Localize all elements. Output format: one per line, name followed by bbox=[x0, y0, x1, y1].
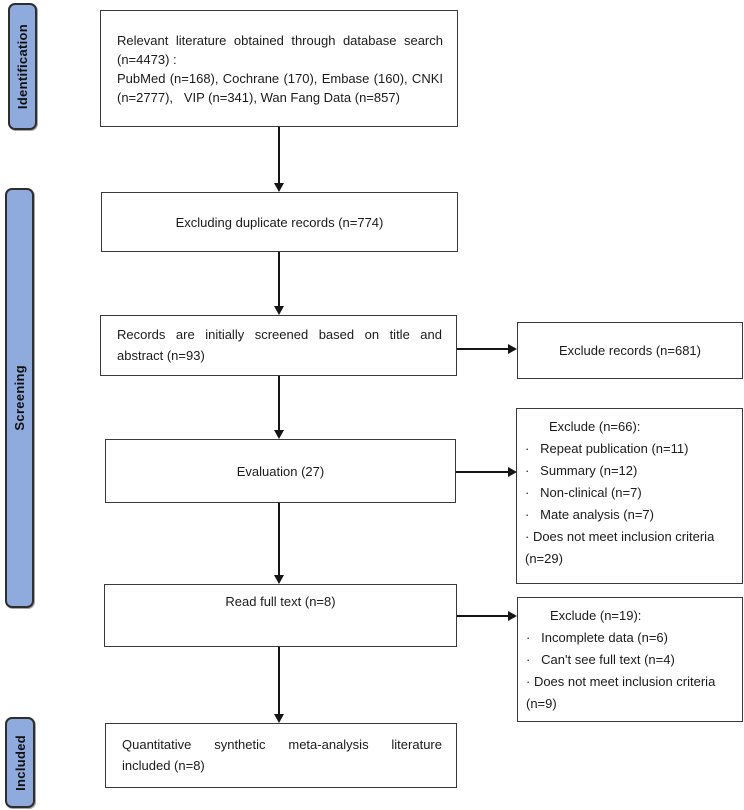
arrow-evaluation-to-fulltext-icon bbox=[274, 503, 284, 584]
arrow-fulltext-to-exclude-icon bbox=[457, 611, 517, 621]
box-exclude-full-text-title: Exclude (n=19): bbox=[550, 608, 642, 623]
box-title-abstract-screen: Records are initially screened based on … bbox=[100, 315, 457, 376]
box-meta-analysis-included: Quantitative synthetic meta-analysis lit… bbox=[105, 723, 457, 788]
box-exclude-evaluation: Exclude (n=66): · Repeat publication (n=… bbox=[516, 408, 743, 584]
box-exclude-duplicates: Excluding duplicate records (n=774) bbox=[101, 192, 458, 252]
stage-label-included-text: Included bbox=[12, 734, 28, 791]
stage-label-identification: Identification bbox=[8, 3, 37, 130]
arrow-screen-to-evaluation-icon bbox=[274, 376, 284, 439]
stage-label-identification-text: Identification bbox=[15, 23, 30, 110]
stage-label-screening: Screening bbox=[5, 188, 34, 608]
box-read-full-text-text: Read full text (n=8) bbox=[225, 594, 336, 609]
stage-label-included: Included bbox=[5, 717, 35, 808]
box-exclude-records-text: Exclude records (n=681) bbox=[559, 343, 701, 358]
box-exclude-evaluation-list: · Repeat publication (n=11)· Summary (n=… bbox=[525, 441, 715, 566]
stage-label-screening-text: Screening bbox=[12, 365, 27, 431]
box-database-search: Relevant literature obtained through dat… bbox=[100, 10, 458, 127]
box-exclude-evaluation-title: Exclude (n=66): bbox=[549, 419, 641, 434]
box-exclude-duplicates-text: Excluding duplicate records (n=774) bbox=[175, 214, 384, 230]
arrow-evaluation-to-exclude-icon bbox=[456, 467, 517, 477]
box-evaluation-text: Evaluation (27) bbox=[236, 463, 325, 479]
box-exclude-full-text: Exclude (n=19): · Incomplete data (n=6)·… bbox=[517, 597, 743, 722]
arrow-search-to-duplicates-icon bbox=[274, 127, 284, 192]
box-exclude-records: Exclude records (n=681) bbox=[517, 322, 743, 379]
arrow-duplicates-to-screen-icon bbox=[274, 252, 284, 315]
box-exclude-full-text-list: · Incomplete data (n=6)· Can't see full … bbox=[526, 630, 716, 711]
box-evaluation: Evaluation (27) bbox=[105, 439, 456, 503]
box-read-full-text: Read full text (n=8) bbox=[104, 584, 457, 647]
arrow-screen-to-exclude-records-icon bbox=[457, 344, 517, 354]
arrow-fulltext-to-included-icon bbox=[274, 647, 284, 723]
